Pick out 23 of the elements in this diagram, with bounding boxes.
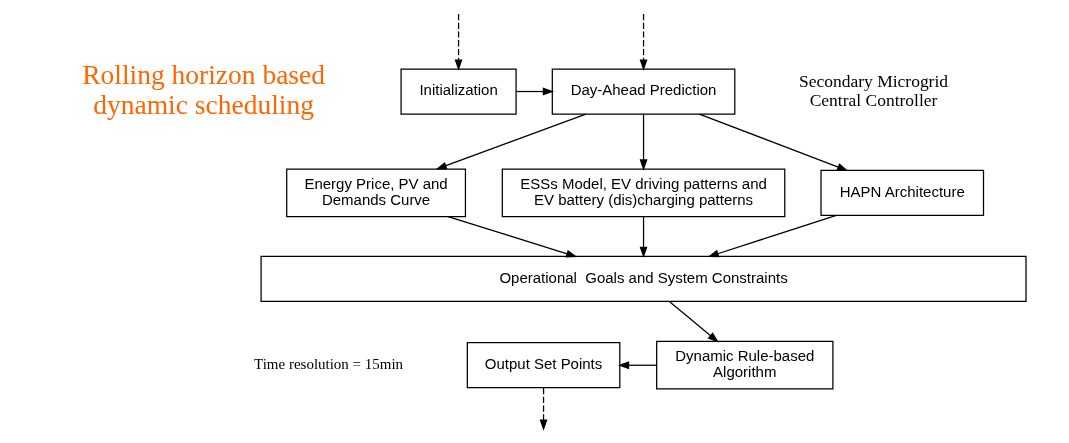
arrow (698, 113, 849, 171)
label: Secondary Microgrid Central Controller (798, 70, 949, 110)
node-box: Operational Goals and System Constraints (260, 255, 1027, 303)
node-box: HAPN Architecture (820, 169, 985, 216)
node-box: ESSs Model, EV driving patterns and EV battery (dis)charging patterns (501, 168, 786, 218)
arrow (539, 387, 548, 431)
arrow (639, 113, 648, 171)
arrow (435, 113, 587, 170)
label: Rolling horizon based dynamic scheduling (82, 59, 325, 120)
arrow (454, 13, 463, 71)
node-box: Output Set Points (466, 342, 621, 389)
node-box: Initialization (400, 68, 517, 115)
node-box: Dynamic Rule-based Algorithm (656, 340, 834, 390)
node-box: Day-Ahead Prediction (551, 68, 736, 115)
arrow (707, 214, 837, 258)
label: Time resolution = 15min (254, 356, 404, 373)
arrow (639, 13, 648, 71)
arrow (669, 301, 719, 343)
node-box: Energy Price, PV and Demands Curve (286, 168, 467, 218)
arrow (447, 215, 578, 258)
arrow (515, 87, 555, 96)
arrow (617, 361, 658, 370)
arrow (639, 216, 648, 258)
